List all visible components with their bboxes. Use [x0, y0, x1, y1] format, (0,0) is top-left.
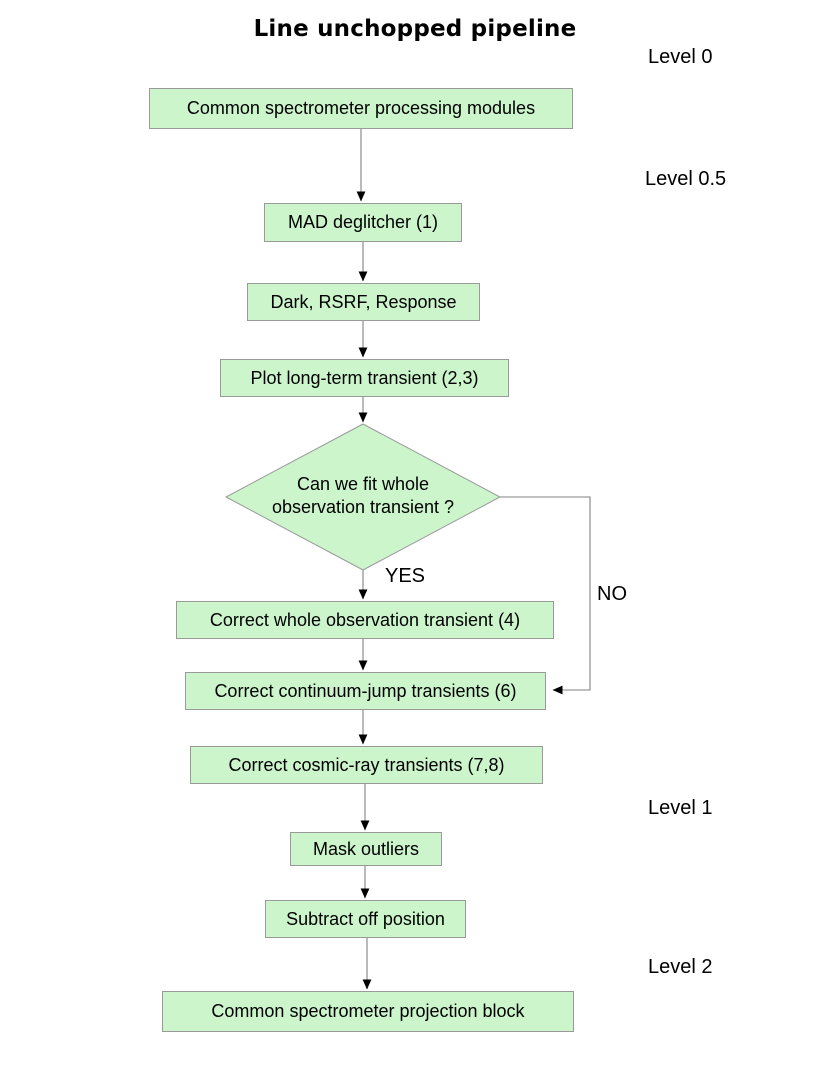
node-mad-deglitcher[interactable]: MAD deglitcher (1)	[264, 203, 462, 242]
edge-label-yes: YES	[385, 565, 426, 587]
connector-e6-no	[500, 496, 591, 695]
edge-label-no: NO	[597, 583, 627, 605]
node-correct-cosmic-ray-transients[interactable]: Correct cosmic-ray transients (7,8)	[190, 746, 543, 784]
level-label-0: Level 0	[648, 46, 713, 68]
page-title: Line unchopped pipeline	[253, 16, 577, 42]
node-plot-long-term-transient[interactable]: Plot long-term transient (2,3)	[220, 359, 509, 397]
node-correct-whole-observation-transient[interactable]: Correct whole observation transient (4)	[176, 601, 554, 639]
node-mask-outliers[interactable]: Mask outliers	[290, 832, 442, 866]
level-label-2: Level 2	[648, 956, 713, 978]
node-common-spectrometer-projection-block[interactable]: Common spectrometer projection block	[162, 991, 574, 1032]
node-common-spectrometer-processing-modules[interactable]: Common spectrometer processing modules	[149, 88, 573, 129]
level-label-0-5: Level 0.5	[645, 168, 727, 190]
decision-diamond-can-we-fit[interactable]	[224, 423, 502, 571]
level-label-1: Level 1	[648, 797, 713, 819]
node-dark-rsrf-response[interactable]: Dark, RSRF, Response	[247, 283, 480, 321]
node-correct-continuum-jump-transients[interactable]: Correct continuum-jump transients (6)	[185, 672, 546, 710]
node-subtract-off-position[interactable]: Subtract off position	[265, 900, 466, 938]
